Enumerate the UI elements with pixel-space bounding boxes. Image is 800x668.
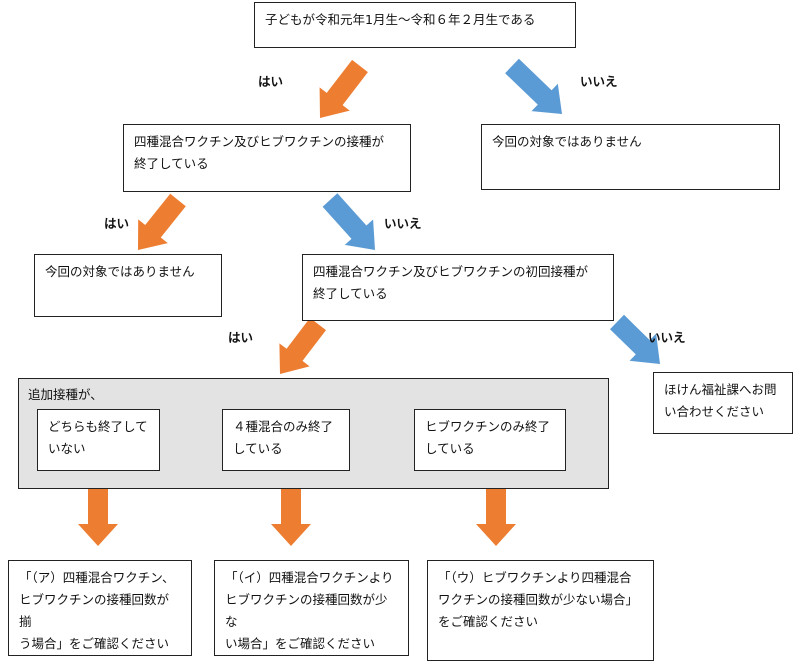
arrow-down-u [476, 483, 516, 546]
label-no-1: いいえ [580, 74, 618, 89]
not-target-box-1: 今回の対象ではありません [481, 124, 780, 190]
label-no-2: いいえ [384, 216, 422, 231]
option-four-box: ４種混合のみ終了 している [222, 409, 350, 471]
arrow-yes-3 [279, 317, 326, 374]
start-box: 子どもが令和元年1月生〜令和６年２月生である [254, 2, 576, 48]
result-a-box: 「（ア）四種混合ワクチン、 ヒブワクチンの接種回数が揃 う場合」をご確認ください [8, 560, 192, 656]
label-yes-1: はい [258, 74, 284, 89]
arrow-no-2 [322, 193, 375, 250]
arrow-no-1 [505, 58, 562, 114]
arrow-yes-2 [138, 193, 186, 250]
label-yes-2: はい [104, 216, 130, 231]
option-none-box: どちらも終了して いない [37, 409, 160, 471]
result-i-box: 「（イ）四種混合ワクチンより ヒブワクチンの接種回数が少な い場合」をご確認くだ… [214, 560, 409, 656]
question-complete-box: 四種混合ワクチン及びヒブワクチンの接種が 終了している [123, 124, 411, 192]
result-u-box: 「（ウ）ヒブワクチンより四種混合 ワクチンの接種回数が少ない場合」 をご確認くだ… [427, 560, 654, 661]
arrow-no-3 [610, 314, 660, 364]
arrow-down-i [271, 483, 311, 546]
label-yes-3: はい [228, 330, 254, 345]
option-hib-box: ヒブワクチンのみ終了 している [414, 409, 566, 471]
arrow-down-a [78, 483, 118, 546]
label-no-3: いいえ [648, 330, 686, 345]
contact-box: ほけん福祉課へお問 い合わせください [653, 372, 793, 434]
arrow-yes-1 [319, 59, 368, 118]
not-target-box-2: 今回の対象ではありません [34, 254, 222, 317]
booster-header: 追加接種が、 [28, 387, 103, 402]
question-first-box: 四種混合ワクチン及びヒブワクチンの初回接種が 終了している [302, 254, 614, 321]
